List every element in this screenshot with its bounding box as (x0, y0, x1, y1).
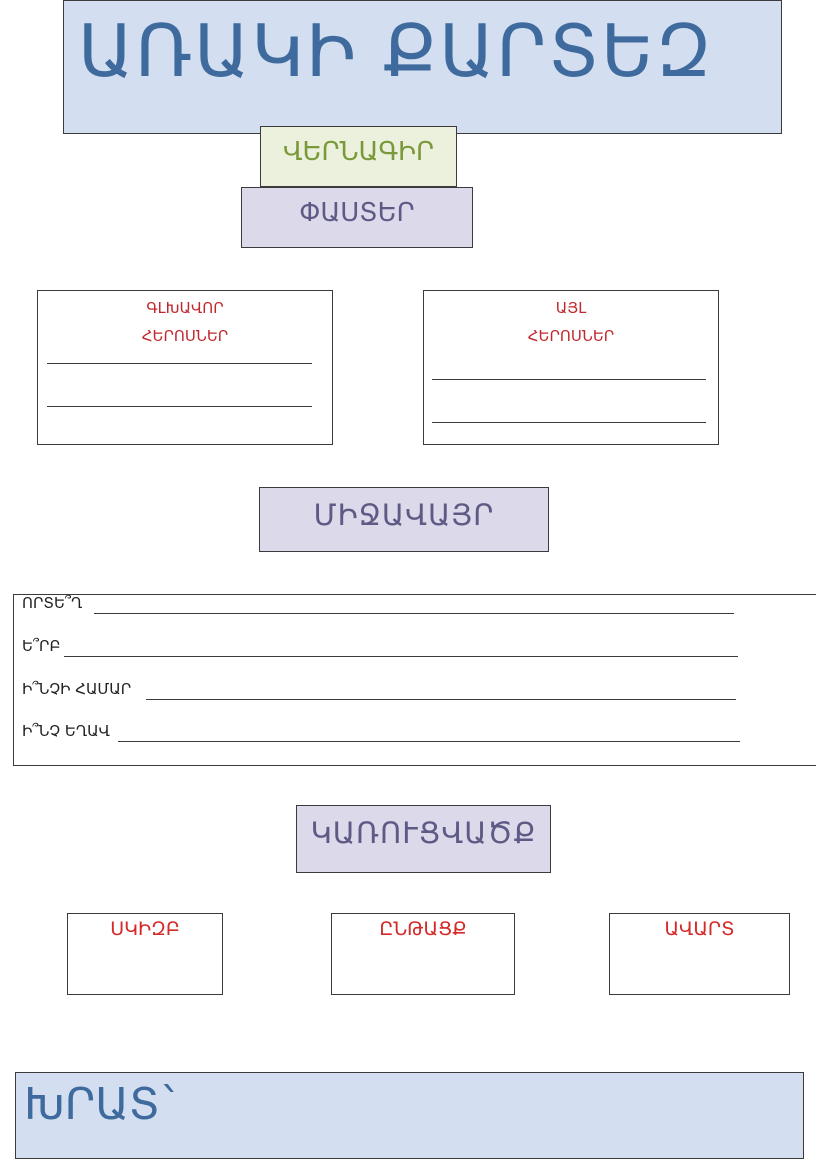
moral-box[interactable]: ԽՐԱՏ` (15, 1072, 804, 1159)
other-heroes-title: ԱՅԼ ՀԵՐՈՍՆԵՐ (424, 294, 718, 350)
title-banner: ԱՌԱԿԻ ՔԱՐՏԵԶ (63, 0, 782, 134)
main-heroes-box: ԳԼԽԱՎՈՐ ՀԵՐՈՍՆԵՐ (37, 290, 333, 445)
structure-label: ԿԱՌՈՒՑՎԱԾՔ (310, 816, 537, 850)
other-heroes-line-1[interactable] (432, 379, 706, 380)
setting-label: ՄԻՋԱՎԱՅՐ (313, 498, 495, 532)
questions-box: ՈՐՏԵ՞Ղ Ե՞ՐԲ Ի՞ՆՉԻ ՀԱՄԱՐ Ի՞ՆՉ ԵՂԱՎ (13, 594, 816, 766)
setting-box: ՄԻՋԱՎԱՅՐ (259, 487, 549, 552)
part-end-box[interactable]: ԱՎԱՐՏ (609, 913, 790, 995)
part-end-title: ԱՎԱՐՏ (664, 918, 735, 940)
question-why[interactable]: Ի՞ՆՉԻ ՀԱՄԱՐ (22, 678, 736, 700)
question-what-label: Ի՞ՆՉ ԵՂԱՎ (22, 722, 110, 740)
part-beginning-box[interactable]: ՍԿԻԶԲ (67, 913, 223, 995)
question-when[interactable]: Ե՞ՐԲ (22, 635, 738, 657)
part-beginning-title: ՍԿԻԶԲ (110, 918, 180, 940)
main-heroes-title-line1: ԳԼԽԱՎՈՐ (146, 299, 224, 317)
question-what-line[interactable] (118, 741, 740, 742)
moral-label: ԽՐԱՏ` (24, 1079, 182, 1130)
question-where-label: ՈՐՏԵ՞Ղ (22, 594, 83, 612)
part-middle-title: ԸՆԹԱՑՔ (379, 918, 467, 940)
facts-label: ՓԱՍՏԵՐ (299, 198, 415, 228)
main-heroes-title-line2: ՀԵՐՈՍՆԵՐ (141, 327, 229, 345)
other-heroes-title-line1: ԱՅԼ (555, 299, 587, 317)
structure-box: ԿԱՌՈՒՑՎԱԾՔ (296, 805, 551, 873)
question-what[interactable]: Ի՞ՆՉ ԵՂԱՎ (22, 720, 740, 742)
question-when-label: Ե՞ՐԲ (22, 637, 61, 655)
question-when-line[interactable] (64, 656, 738, 657)
other-heroes-box: ԱՅԼ ՀԵՐՈՍՆԵՐ (423, 290, 719, 445)
facts-box: ՓԱՍՏԵՐ (241, 187, 473, 248)
subtitle-label: ՎԵՐՆԱԳԻՐ (282, 137, 435, 167)
other-heroes-line-2[interactable] (432, 422, 706, 423)
other-heroes-title-line2: ՀԵՐՈՍՆԵՐ (527, 327, 615, 345)
question-where[interactable]: ՈՐՏԵ՞Ղ (22, 592, 734, 614)
main-heroes-line-1[interactable] (47, 363, 312, 364)
page-title: ԱՌԱԿԻ ՔԱՐՏԵԶ (78, 9, 714, 93)
part-middle-box[interactable]: ԸՆԹԱՑՔ (331, 913, 515, 995)
main-heroes-title: ԳԼԽԱՎՈՐ ՀԵՐՈՍՆԵՐ (38, 294, 332, 350)
subtitle-box: ՎԵՐՆԱԳԻՐ (260, 126, 457, 187)
question-why-label: Ի՞ՆՉԻ ՀԱՄԱՐ (22, 680, 132, 698)
question-where-line[interactable] (94, 613, 734, 614)
main-heroes-line-2[interactable] (47, 406, 312, 407)
question-why-line[interactable] (146, 699, 736, 700)
